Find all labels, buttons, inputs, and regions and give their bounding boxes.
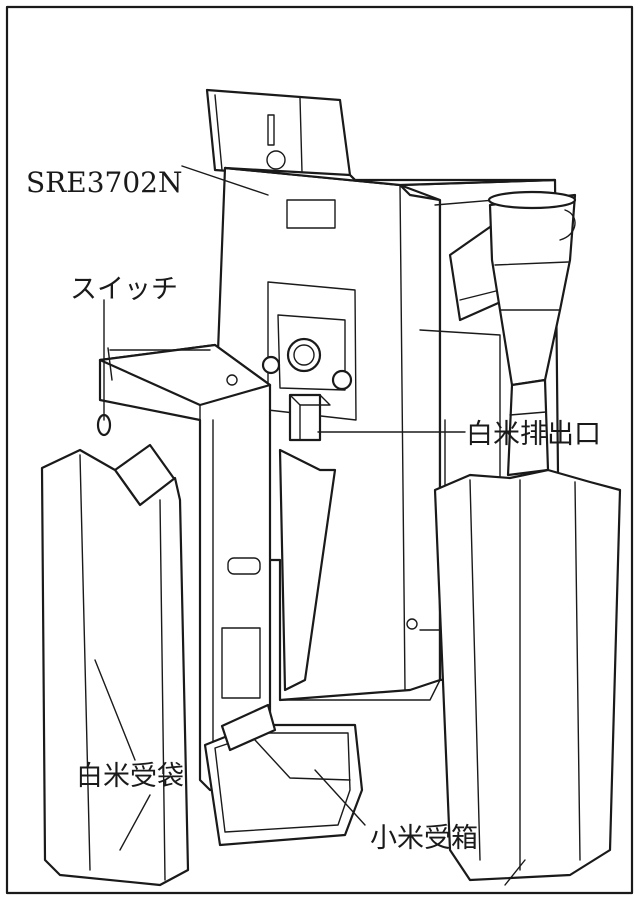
right-rice-bag	[433, 468, 622, 886]
leader-lines	[94, 165, 466, 851]
bag-leader-upper	[94, 659, 136, 761]
label-rice-outlet: 白米排出口	[466, 419, 601, 450]
diagram-frame	[5, 5, 634, 895]
label-model: SRE3702N	[26, 166, 182, 199]
box-leader	[314, 769, 366, 826]
discharge-cyclone	[448, 190, 577, 477]
label-rice-bag: 白米受袋	[76, 761, 184, 792]
model-leader	[181, 165, 269, 196]
left-cleaner-unit	[96, 343, 337, 792]
left-rice-bag	[40, 448, 190, 887]
label-small-rice-box: 小米受箱	[370, 823, 478, 854]
bag-leader-lower	[119, 794, 151, 851]
label-switch: スイッチ	[70, 274, 178, 305]
small-rice-box	[203, 703, 364, 847]
